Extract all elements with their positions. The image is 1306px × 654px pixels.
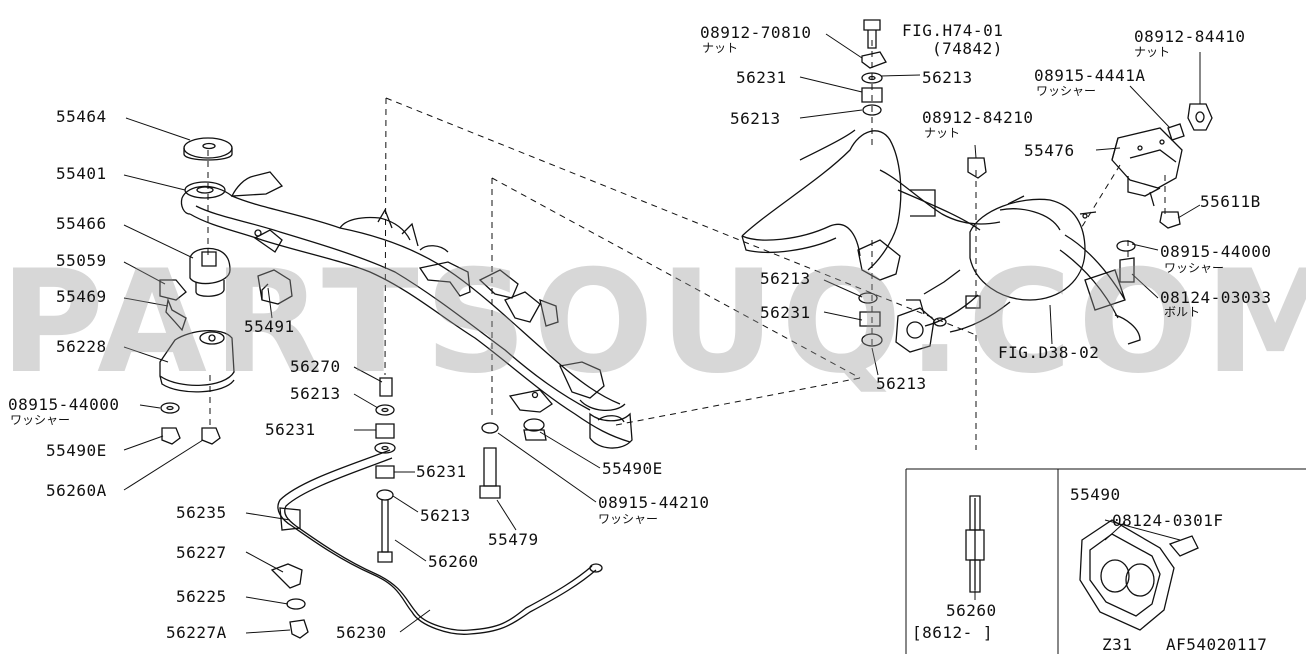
stabilizer-stack xyxy=(272,378,602,638)
rear-suspension-member xyxy=(181,172,632,448)
label-washer-44210: ワッシャー xyxy=(598,512,659,526)
label-56213-b[interactable]: 56213 xyxy=(420,506,471,525)
label-08124-0301F[interactable]: 08124-0301F xyxy=(1112,511,1224,530)
label-56213-top-left[interactable]: 56213 xyxy=(730,109,781,128)
label-56213-mid[interactable]: 56213 xyxy=(760,269,811,288)
label-55464[interactable]: 55464 xyxy=(56,107,107,126)
label-55476[interactable]: 55476 xyxy=(1024,141,1075,160)
label-55490[interactable]: 55490 xyxy=(1070,485,1121,504)
label-56235[interactable]: 56235 xyxy=(176,503,227,522)
label-56231-mid[interactable]: 56231 xyxy=(760,303,811,322)
differential-assembly xyxy=(742,20,1212,352)
label-nut-84410: ナット xyxy=(1134,45,1171,59)
inset-range: [8612- ] xyxy=(912,623,994,642)
label-56260A[interactable]: 56260A xyxy=(46,481,107,500)
label-08912-84410[interactable]: 08912-84410 xyxy=(1134,27,1246,46)
label-08915-44000-left[interactable]: 08915-44000 xyxy=(8,395,120,414)
label-55490E-right[interactable]: 55490E xyxy=(602,459,663,478)
label-56228[interactable]: 56228 xyxy=(56,337,107,356)
left-mount-stack xyxy=(160,138,292,444)
label-55491[interactable]: 55491 xyxy=(244,317,295,336)
label-08915-44000-right[interactable]: 08915-44000 xyxy=(1160,242,1272,261)
label-08912-84210[interactable]: 08912-84210 xyxy=(922,108,1034,127)
label-08915-4441A[interactable]: 08915-4441A xyxy=(1034,66,1146,85)
label-56227[interactable]: 56227 xyxy=(176,543,227,562)
label-56260-inset[interactable]: 56260 xyxy=(946,601,997,620)
footer-diagram-code: AF54020117 xyxy=(1166,635,1268,654)
label-08915-44210[interactable]: 08915-44210 xyxy=(598,493,710,512)
dashed-guides xyxy=(208,40,1165,450)
label-08912-70810[interactable]: 08912-70810 xyxy=(700,23,812,42)
label-56213-top-right[interactable]: 56213 xyxy=(922,68,973,87)
label-56260[interactable]: 56260 xyxy=(428,552,479,571)
label-55401[interactable]: 55401 xyxy=(56,164,107,183)
label-56213-a[interactable]: 56213 xyxy=(290,384,341,403)
label-08124-03033[interactable]: 08124-03033 xyxy=(1160,288,1272,307)
label-55466[interactable]: 55466 xyxy=(56,214,107,233)
label-55469[interactable]: 55469 xyxy=(56,287,107,306)
label-56225[interactable]: 56225 xyxy=(176,587,227,606)
label-nut-84210: ナット xyxy=(924,126,961,140)
label-56213-low[interactable]: 56213 xyxy=(876,374,927,393)
label-56231-a[interactable]: 56231 xyxy=(265,420,316,439)
label-washer-left: ワッシャー xyxy=(10,413,71,427)
label-56230[interactable]: 56230 xyxy=(336,623,387,642)
label-washer-4441A: ワッシャー xyxy=(1036,84,1097,98)
label-55059[interactable]: 55059 xyxy=(56,251,107,270)
leader-lines xyxy=(124,34,1200,633)
label-55490E-left[interactable]: 55490E xyxy=(46,441,107,460)
label-bolt-03033: ボルト xyxy=(1164,305,1201,319)
label-56227A[interactable]: 56227A xyxy=(166,623,227,642)
label-56270[interactable]: 56270 xyxy=(290,357,341,376)
inset-stud-bolt xyxy=(966,496,984,592)
label-fig-d38-02[interactable]: FIG.D38-02 xyxy=(998,343,1100,362)
label-56231-b[interactable]: 56231 xyxy=(416,462,467,481)
label-55479[interactable]: 55479 xyxy=(488,530,539,549)
label-55611B[interactable]: 55611B xyxy=(1200,192,1261,211)
footer-model: Z31 xyxy=(1102,635,1133,654)
label-fig-h74-01[interactable]: FIG.H74-01 xyxy=(902,21,1004,40)
inset-frames xyxy=(906,469,1306,654)
label-fig-h74-sub: (74842) xyxy=(932,39,1003,58)
label-nut-70810: ナット xyxy=(702,41,739,55)
inset-mount-pad xyxy=(1080,520,1198,630)
label-56231-top[interactable]: 56231 xyxy=(736,68,787,87)
label-washer-right: ワッシャー xyxy=(1164,261,1225,275)
